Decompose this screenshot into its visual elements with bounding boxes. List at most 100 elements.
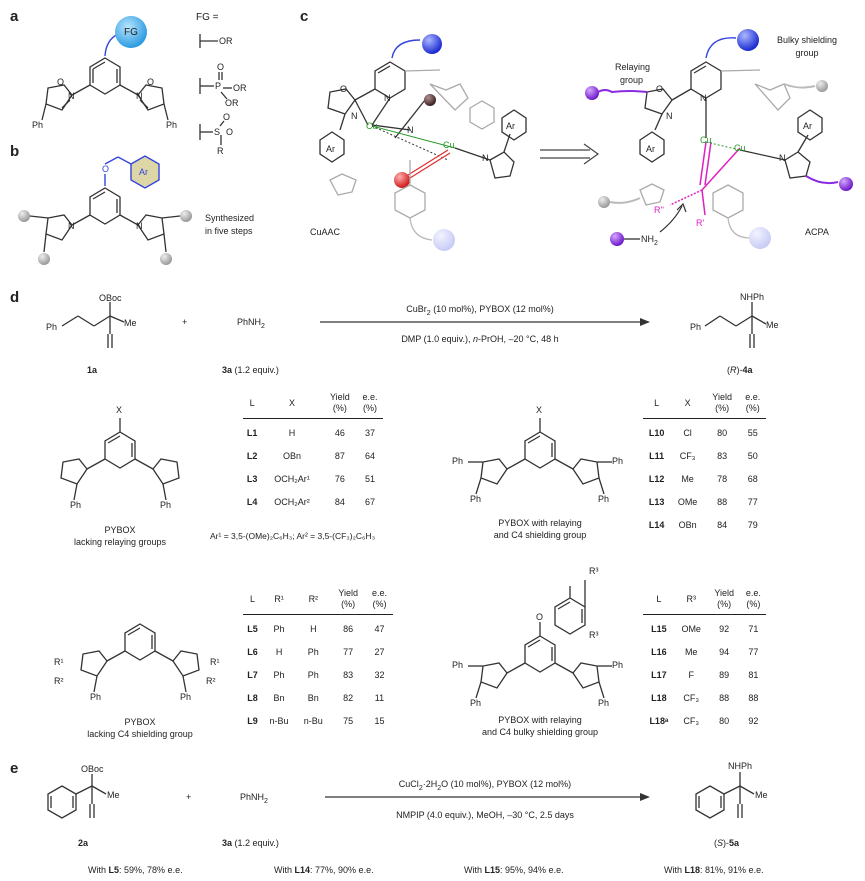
sm2-oboc: OBoc [81, 764, 104, 774]
table-cell: L6 [247, 646, 258, 657]
table-header-cell: Yield (%) [712, 392, 732, 413]
cu-left-2: Cu [443, 140, 455, 150]
table-cell: 89 [719, 669, 730, 680]
table-cell: 71 [748, 623, 759, 634]
lig1-caption-2: lacking relaying groups [73, 537, 167, 547]
sm1-oboc: OBoc [99, 293, 122, 303]
table-cell: L18 [651, 692, 667, 703]
table-cell: L18ᵃ [649, 715, 669, 726]
pc-n-left-2: N [351, 111, 358, 121]
table-header-cell: e.e. (%) [371, 588, 387, 609]
panel-letter-b: b [10, 143, 20, 160]
fg3-o1: O [223, 112, 231, 122]
pr5a-label: (S)-5a [714, 838, 740, 848]
table-cell: L5 [247, 623, 258, 634]
lig2-caption-1: PYBOX with relaying [498, 518, 582, 528]
fg3-o2: O [226, 127, 234, 137]
table-cell: H [310, 623, 317, 634]
table-cell: Ph [273, 669, 285, 680]
plus-e: + [186, 792, 192, 802]
table-cell: 80 [717, 427, 728, 438]
cuaac-caption: CuAAC [310, 227, 341, 237]
pa-o-right: O [147, 77, 155, 87]
lig2-caption-2: and C4 shielding group [493, 530, 587, 540]
table-cell: n-Bu [303, 715, 323, 726]
table-cell: L8 [247, 692, 258, 703]
lig3-r2-right: R² [206, 676, 216, 686]
cu-right-1: Cu [700, 135, 712, 145]
result-l5: With L5: 59%, 78% e.e. [88, 865, 183, 875]
table-cell: OCH₂Ar² [274, 496, 310, 507]
table-header-cell: e.e. (%) [745, 392, 761, 413]
table-cell: 46 [334, 427, 345, 438]
table-cell: 75 [343, 715, 354, 726]
fg-equals-label: FG = [196, 12, 219, 23]
pc-ar-left-2: Ar [506, 121, 515, 131]
lig3-r1-left: R¹ [54, 657, 64, 667]
table-cell: 67 [364, 496, 375, 507]
table-cell: L3 [246, 473, 258, 484]
pr4a-label: (R)-4a [727, 365, 753, 375]
pr5a-nhph: NHPh [728, 761, 753, 771]
table-cell: H [275, 646, 283, 657]
synth-line2: in five steps [205, 226, 253, 236]
pr4a-ph: Ph [690, 322, 702, 332]
table-cell: 84 [717, 519, 728, 530]
table-cell: 88 [748, 692, 759, 703]
lig4-ph-2: Ph [470, 698, 482, 708]
table-cell: L15 [651, 623, 667, 634]
pa-o-left: O [57, 77, 65, 87]
pc-n-left-3: N [482, 153, 489, 163]
lig4-ph-4: Ph [598, 698, 610, 708]
table-cell: 82 [343, 692, 354, 703]
fg2-or2: OR [225, 98, 239, 108]
table-cell: 76 [334, 473, 345, 484]
lig4-o: O [536, 612, 544, 622]
table-cell: L11 [649, 450, 665, 461]
lig4-ph-3: Ph [612, 660, 624, 670]
lig2-ph-4: Ph [598, 494, 610, 504]
plus-d: + [182, 317, 188, 327]
fg2-o: O [217, 62, 225, 72]
cu-left-1: Cu [366, 121, 378, 131]
sm1-label: 1a [87, 365, 98, 375]
table-cell: 80 [719, 715, 730, 726]
lig3-ph-left: Ph [90, 692, 102, 702]
bulky-label-1: Bulky shielding [776, 35, 838, 45]
pc-n-right-3: N [779, 153, 786, 163]
table-cell: 11 [374, 692, 385, 703]
cond-d-bottom: DMP (1.0 equiv.), n-PrOH, –20 °C, 48 h [401, 334, 559, 344]
pr5a-me: Me [755, 790, 768, 800]
lig3-caption-2: lacking C4 shielding group [87, 729, 193, 739]
lig1-x: X [116, 405, 123, 415]
pr4a-me: Me [766, 320, 779, 330]
panel-letter-e: e [10, 760, 19, 777]
fg3-r: R [217, 146, 224, 156]
panel-letter-d: d [10, 289, 20, 306]
panel-letter-c: c [300, 8, 309, 25]
table-cell: F [688, 669, 694, 680]
table-cell: CF₃ [679, 450, 696, 461]
table-cell: 77 [748, 646, 759, 657]
table-cell: Cl [683, 427, 692, 438]
pc-o-left: O [340, 84, 348, 94]
table-header-cell: X [684, 397, 691, 408]
table-cell: 37 [364, 427, 375, 438]
table-cell: L13 [648, 496, 665, 507]
pc-r-single: R' [696, 218, 705, 228]
table-header-cell: L [656, 593, 662, 604]
bulky-label-2: group [795, 48, 819, 58]
table-header-cell: R¹ [274, 593, 284, 604]
